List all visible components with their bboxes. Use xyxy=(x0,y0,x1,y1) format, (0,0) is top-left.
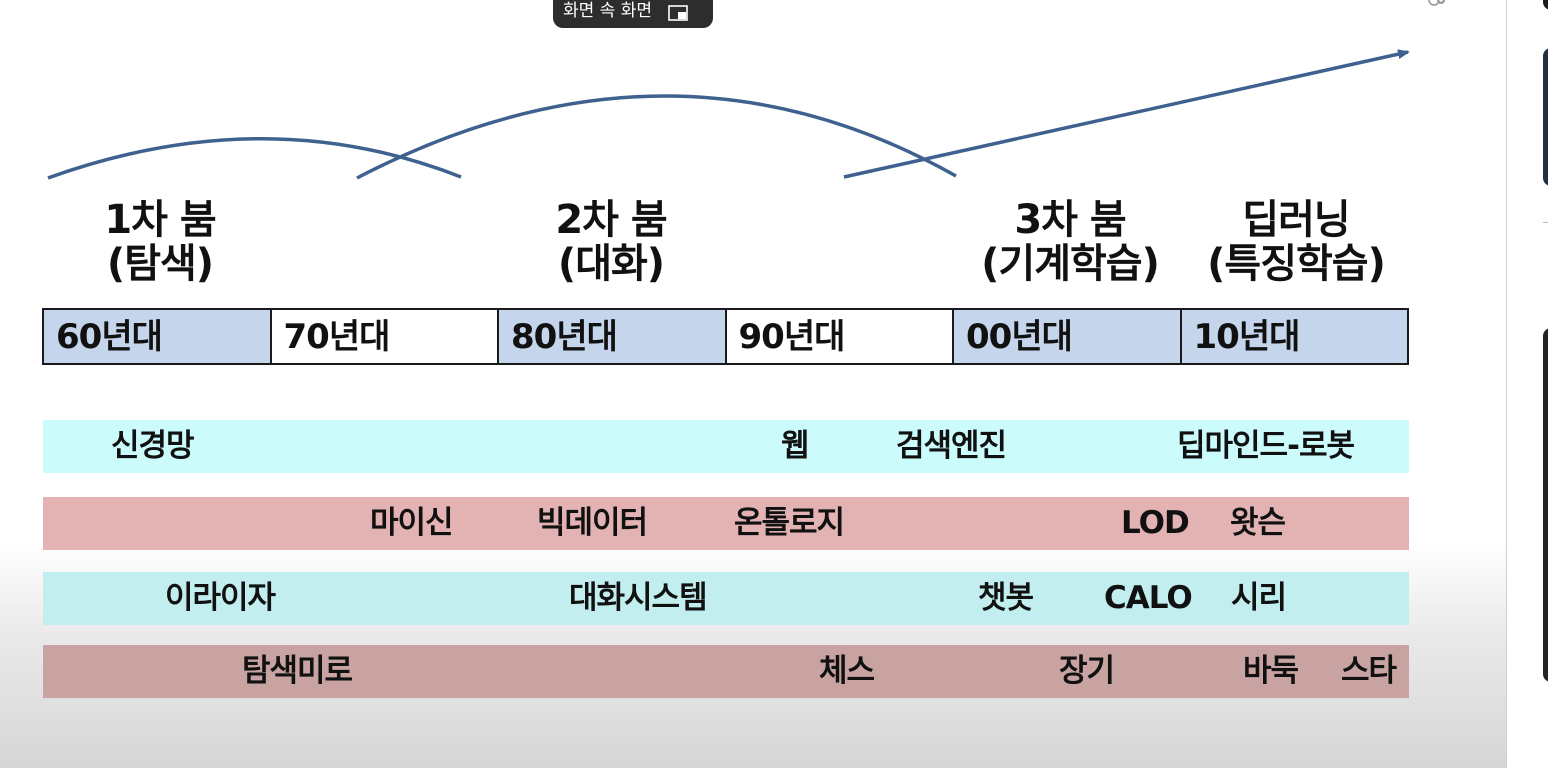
tag-siri: 시리 xyxy=(1231,580,1287,616)
boom-arcs xyxy=(47,49,1410,180)
tag-starcraft: 스타 xyxy=(1341,653,1397,689)
video-thumbnail[interactable] xyxy=(1543,328,1548,682)
decade-cell: 70년대 xyxy=(271,310,499,363)
band-row-3: 이라이자 대화시스템 챗봇 CALO 시리 xyxy=(43,572,1409,625)
era-deep-learning: 딥러닝 (특징학습) xyxy=(1196,198,1396,286)
second-boom-arc xyxy=(356,94,957,180)
band-row-2: 마이신 빅데이터 온톨로지 LOD 왓슨 xyxy=(43,497,1409,550)
slide: 1차 붐 (탐색) 2차 붐 (대화) 3차 붐 (기계학습) 딥러닝 (특징학… xyxy=(0,0,1506,768)
era-subtitle: (탐색) xyxy=(106,241,214,287)
tag-web: 웹 xyxy=(781,428,810,464)
related-videos-sidebar xyxy=(1506,0,1548,768)
era-title: 3차 붐 xyxy=(1014,197,1126,243)
tag-mycin: 마이신 xyxy=(370,505,454,541)
tag-janggi: 장기 xyxy=(1059,653,1115,689)
era-title: 2차 붐 xyxy=(555,197,667,243)
era-subtitle: (기계학습) xyxy=(981,241,1160,287)
tag-chatbot: 챗봇 xyxy=(978,580,1034,616)
tag-lod: LOD xyxy=(1121,505,1190,541)
video-thumbnail[interactable] xyxy=(1543,48,1548,186)
era-subtitle: (대화) xyxy=(557,241,665,287)
era-first-boom: 1차 붐 (탐색) xyxy=(72,198,248,286)
era-second-boom: 2차 붐 (대화) xyxy=(523,198,699,286)
tag-dialogue-system: 대화시스템 xyxy=(569,580,708,616)
tag-search-engine: 검색엔진 xyxy=(896,428,1007,464)
tag-calo: CALO xyxy=(1104,580,1193,616)
tag-watson: 왓슨 xyxy=(1230,505,1286,541)
era-title: 1차 붐 xyxy=(104,197,216,243)
decade-cell: 60년대 xyxy=(44,310,272,363)
video-thumbnail[interactable] xyxy=(1543,0,1548,10)
decade-cell: 00년대 xyxy=(954,310,1182,363)
decade-table: 60년대 70년대 80년대 90년대 00년대 10년대 xyxy=(42,308,1409,365)
decade-cell: 10년대 xyxy=(1181,310,1407,363)
tag-ontology: 온톨로지 xyxy=(734,505,845,541)
decade-cell: 80년대 xyxy=(499,310,727,363)
zoom-icon[interactable] xyxy=(1426,0,1448,12)
tag-big-data: 빅데이터 xyxy=(537,505,648,541)
tag-maze-search: 탐색미로 xyxy=(242,653,353,689)
era-third-boom: 3차 붐 (기계학습) xyxy=(972,198,1168,286)
picture-in-picture-button[interactable]: 화면 속 화면 xyxy=(553,0,713,28)
tag-eliza: 이라이자 xyxy=(165,580,276,616)
divider xyxy=(1543,222,1548,223)
tag-neural-network: 신경망 xyxy=(111,428,195,464)
third-boom-arrow xyxy=(843,49,1410,179)
decade-cell: 90년대 xyxy=(726,310,954,363)
band-row-4: 탐색미로 체스 장기 바둑 스타 xyxy=(43,645,1409,698)
first-boom-arc xyxy=(47,137,462,180)
pip-icon xyxy=(668,5,688,21)
pip-label: 화면 속 화면 xyxy=(563,1,653,21)
era-subtitle: (특징학습) xyxy=(1207,241,1386,287)
era-title: 딥러닝 xyxy=(1242,197,1350,243)
tag-baduk: 바둑 xyxy=(1243,653,1299,689)
tag-chess: 체스 xyxy=(819,653,875,689)
tag-deepmind-robot: 딥마인드-로봇 xyxy=(1177,428,1355,464)
band-row-1: 신경망 웹 검색엔진 딥마인드-로봇 xyxy=(43,420,1409,473)
